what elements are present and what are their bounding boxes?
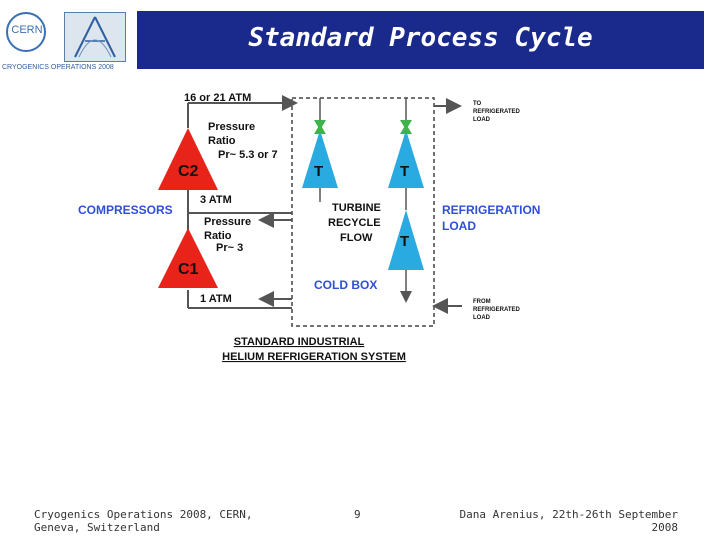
cryogenics-logo-graphic (74, 16, 116, 58)
page-number: 9 (354, 508, 361, 521)
footer-right-line2: 2008 (651, 521, 679, 534)
turbine-recycle-line2: RECYCLE (328, 217, 381, 229)
diagram-caption-line2: HELIUM REFRIGERATION SYSTEM (222, 351, 406, 363)
footer-left: Cryogenics Operations 2008, CERN, Geneva… (34, 508, 274, 534)
footer-right: Dana Arenius, 22th-26th September 2008 (440, 508, 678, 534)
compressor-c1 (158, 228, 218, 288)
turbine-recycle-line1: TURBINE (332, 202, 381, 214)
c1-ratio-line2: Ratio (204, 230, 232, 242)
pressure-high-label: 16 or 21 ATM (184, 92, 251, 104)
c2-ratio-line3: Pr~ 5.3 or 7 (218, 149, 278, 161)
footer-left-line1: Cryogenics Operations 2008, CERN, (34, 508, 253, 521)
logo-caption: CRYOGENICS OPERATIONS 2008 (2, 64, 114, 71)
pressure-mid-label: 3 ATM (200, 194, 232, 206)
refrigeration-load-line1: REFRIGERATION (442, 203, 540, 217)
valve-2b-icon (400, 124, 412, 134)
compressors-label: COMPRESSORS (78, 203, 173, 217)
cryogenics-logo (64, 12, 126, 62)
compressor-c1-label: C1 (178, 261, 199, 278)
from-load-line1: FROM (473, 299, 491, 305)
slide-title: Standard Process Cycle (248, 23, 593, 53)
compressor-c2-label: C2 (178, 163, 199, 180)
from-load-line2: REFRIGERATED (473, 307, 521, 313)
cold-box-label: COLD BOX (314, 278, 377, 292)
cern-logo-ring (6, 12, 46, 52)
turbine-2 (388, 130, 424, 188)
turbine-3 (388, 210, 424, 270)
valve-1b-icon (314, 124, 326, 134)
cern-logo: CERN (2, 12, 56, 78)
c1-ratio-line3: Pr~ 3 (216, 242, 243, 254)
pressure-low-label: 1 ATM (200, 293, 232, 305)
compressor-c2 (158, 128, 218, 190)
to-load-line2: REFRIGERATED (473, 109, 521, 115)
turbine-1-label: T (314, 163, 323, 180)
to-load-line3: LOAD (473, 117, 491, 123)
from-load-line3: LOAD (473, 315, 491, 321)
title-bar: Standard Process Cycle (137, 11, 704, 69)
refrigeration-load-line2: LOAD (442, 219, 476, 233)
c1-ratio-line1: Pressure (204, 216, 251, 228)
diagram-caption-line1: STANDARD INDUSTRIAL (234, 336, 365, 348)
cern-logo-text: CERN (11, 24, 43, 36)
c2-ratio-line2: Ratio (208, 135, 236, 147)
turbine-1 (302, 130, 338, 188)
c2-ratio-line1: Pressure (208, 121, 255, 133)
to-load-line1: TO (473, 101, 482, 107)
turbine-3-label: T (400, 233, 409, 250)
refrigeration-cycle-diagram: C2 C1 T T T 16 or 21 ATM 3 ATM 1 ATM Pre… (78, 92, 540, 363)
footer-right-line1: Dana Arenius, 22th-26th September (459, 508, 678, 521)
footer-left-line2: Geneva, Switzerland (34, 521, 160, 534)
turbine-recycle-line3: FLOW (340, 232, 373, 244)
turbine-2-label: T (400, 163, 409, 180)
